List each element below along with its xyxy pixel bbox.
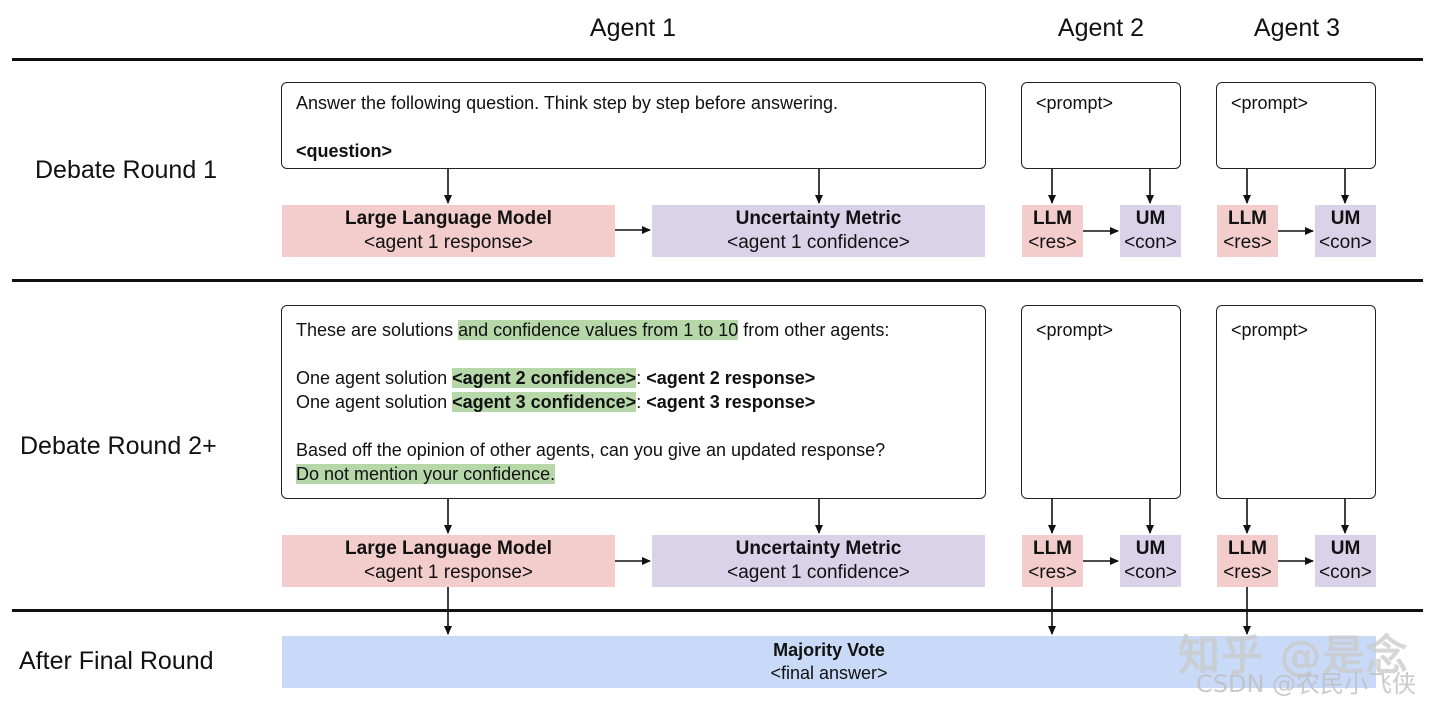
- round1-llm-response: <agent 1 response>: [363, 232, 534, 253]
- round2-um-title: Uncertainty Metric: [735, 538, 902, 559]
- majority-vote-title: Majority Vote: [773, 640, 885, 660]
- header-agent-1: Agent 1: [589, 14, 677, 42]
- round1-um-confidence: <agent 1 confidence>: [727, 232, 910, 253]
- round2-prompt-agent2-solution: One agent solution <agent 2 confidence>:…: [296, 368, 816, 388]
- round2-highlight-confidence-values: and confidence values from 1 to 10: [458, 320, 739, 340]
- round2-agent3-llm-title: LLM: [1227, 538, 1268, 559]
- round1-agent1-prompt: Answer the following question. Think ste…: [281, 82, 986, 169]
- round2-agent1-prompt: These are solutions and confidence value…: [281, 305, 986, 499]
- zhihu-watermark: 知乎 @是念: [1178, 631, 1409, 680]
- round2-prompt-line5: Do not mention your confidence.: [296, 464, 556, 484]
- separator-round1: [12, 279, 1423, 282]
- round2-agent2-llm-res: <res>: [1028, 562, 1077, 583]
- round2-agent3-llm: LLM <res>: [1217, 535, 1278, 587]
- row-label-final: After Final Round: [19, 647, 214, 675]
- round1-agent2-prompt: <prompt>: [1021, 82, 1181, 169]
- round1-agent3-um-con: <con>: [1319, 232, 1372, 253]
- round2-agent3-um: UM <con>: [1315, 535, 1376, 587]
- round2-llm-title: Large Language Model: [345, 538, 552, 559]
- round2-agent2-prompt: <prompt>: [1021, 305, 1181, 499]
- round2-agent2-llm: LLM <res>: [1022, 535, 1083, 587]
- round2-um-box: Uncertainty Metric <agent 1 confidence>: [652, 535, 985, 587]
- round2-agent3-prompt: <prompt>: [1216, 305, 1376, 499]
- row-label-round-2: Debate Round 2+: [20, 432, 217, 460]
- round1-agent3-llm-res: <res>: [1223, 232, 1272, 253]
- round2-agent2-um-title: UM: [1135, 538, 1166, 559]
- majority-vote-box: Majority Vote <final answer>: [282, 636, 1376, 688]
- round1-llm-box: Large Language Model <agent 1 response>: [282, 205, 615, 257]
- round1-agent2-llm-title: LLM: [1032, 208, 1073, 229]
- round1-agent2-um-title: UM: [1135, 208, 1166, 229]
- separator-top: [12, 58, 1423, 61]
- csdn-watermark: CSDN @农民小飞侠: [1196, 670, 1417, 698]
- round2-agent2-confidence: <agent 2 confidence>: [452, 368, 637, 388]
- round2-agent2-response: <agent 2 response>: [646, 368, 816, 388]
- header-agent-2: Agent 2: [1057, 14, 1145, 42]
- round2-agent2-um: UM <con>: [1120, 535, 1181, 587]
- round2-agent2-llm-title: LLM: [1032, 538, 1073, 559]
- round2-prompt-line1: These are solutions and confidence value…: [296, 320, 890, 340]
- round1-agent3-um-title: UM: [1330, 208, 1361, 229]
- round2-agent3-response: <agent 3 response>: [646, 392, 816, 412]
- round1-prompt-question: <question>: [296, 141, 393, 161]
- round1-agent3-llm-title: LLM: [1227, 208, 1268, 229]
- round1-agent2-um: UM <con>: [1120, 205, 1181, 257]
- round2-agent3-confidence: <agent 3 confidence>: [452, 392, 637, 412]
- round2-prompt-agent3-solution: One agent solution <agent 3 confidence>:…: [296, 392, 816, 412]
- round1-agent3-prompt: <prompt>: [1216, 82, 1376, 169]
- round1-agent3-llm: LLM <res>: [1217, 205, 1278, 257]
- round1-agent2-llm-res: <res>: [1028, 232, 1077, 253]
- round2-prompt-line4: Based off the opinion of other agents, c…: [296, 440, 886, 460]
- row-label-round-1: Debate Round 1: [35, 156, 218, 184]
- round2-llm-box: Large Language Model <agent 1 response>: [282, 535, 615, 587]
- final-answer: <final answer>: [770, 663, 888, 683]
- round1-prompt-instruction: Answer the following question. Think ste…: [296, 93, 838, 113]
- separator-round2: [12, 609, 1423, 612]
- round1-llm-title: Large Language Model: [345, 208, 552, 229]
- round2-agent3-um-title: UM: [1330, 538, 1361, 559]
- round1-um-title: Uncertainty Metric: [735, 208, 902, 229]
- round2-agent3-llm-res: <res>: [1223, 562, 1272, 583]
- round2-um-confidence: <agent 1 confidence>: [727, 562, 910, 583]
- round1-agent2-llm: LLM <res>: [1022, 205, 1083, 257]
- round2-llm-response: <agent 1 response>: [363, 562, 534, 583]
- round1-um-box: Uncertainty Metric <agent 1 confidence>: [652, 205, 985, 257]
- round2-agent3-um-con: <con>: [1319, 562, 1372, 583]
- round1-agent2-um-con: <con>: [1124, 232, 1177, 253]
- header-agent-3: Agent 3: [1253, 14, 1341, 42]
- round1-agent3-um: UM <con>: [1315, 205, 1376, 257]
- round2-agent2-um-con: <con>: [1124, 562, 1177, 583]
